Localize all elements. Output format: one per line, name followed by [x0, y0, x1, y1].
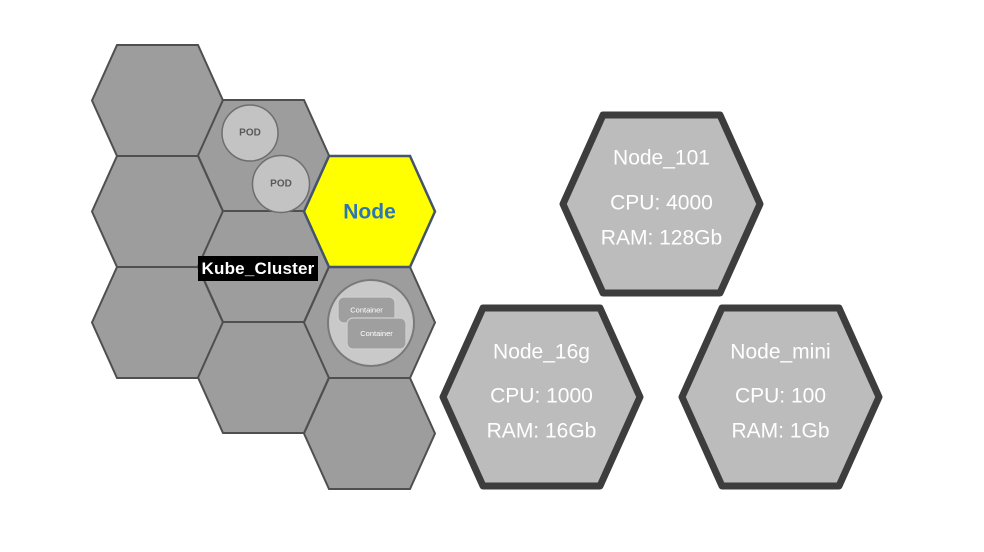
- node-101-ram: RAM: 128Gb: [601, 227, 722, 250]
- node-101-cpu: CPU: 4000: [610, 192, 713, 215]
- pod-circle-1: [221, 104, 279, 162]
- cluster-label-box: [198, 256, 318, 281]
- cluster-hexagon-1: [90, 44, 225, 157]
- node-mini-hexagon: [678, 304, 883, 490]
- node-16g-name: Node_16g: [493, 341, 590, 364]
- node-label: Node: [343, 201, 396, 224]
- node-101-name: Node_101: [613, 147, 710, 170]
- node-16g-ram: RAM: 16Gb: [487, 420, 597, 443]
- node-16g-hexagon: [439, 304, 644, 490]
- node-101-hexagon: [559, 111, 764, 297]
- node-16g-cpu: CPU: 1000: [490, 385, 593, 408]
- container-label-2: Container: [360, 329, 393, 338]
- pod-label-1: POD: [239, 128, 261, 139]
- container-label-1: Container: [350, 306, 383, 315]
- node-mini-ram: RAM: 1Gb: [731, 420, 829, 443]
- node-mini-name: Node_mini: [730, 341, 830, 364]
- cluster-hexagon-2: [90, 155, 225, 268]
- cluster-hexagon-6: [302, 377, 437, 490]
- cluster-hexagon-5: [196, 321, 331, 434]
- cluster-hexagon-3: [90, 266, 225, 379]
- pod-circle-2: [251, 154, 311, 214]
- node-hexagon: [302, 154, 437, 269]
- container-box-2: [346, 317, 407, 350]
- pod-label-2: POD: [270, 179, 292, 190]
- cluster-label: Kube_Cluster: [202, 259, 315, 278]
- node-mini-cpu: CPU: 100: [735, 385, 826, 408]
